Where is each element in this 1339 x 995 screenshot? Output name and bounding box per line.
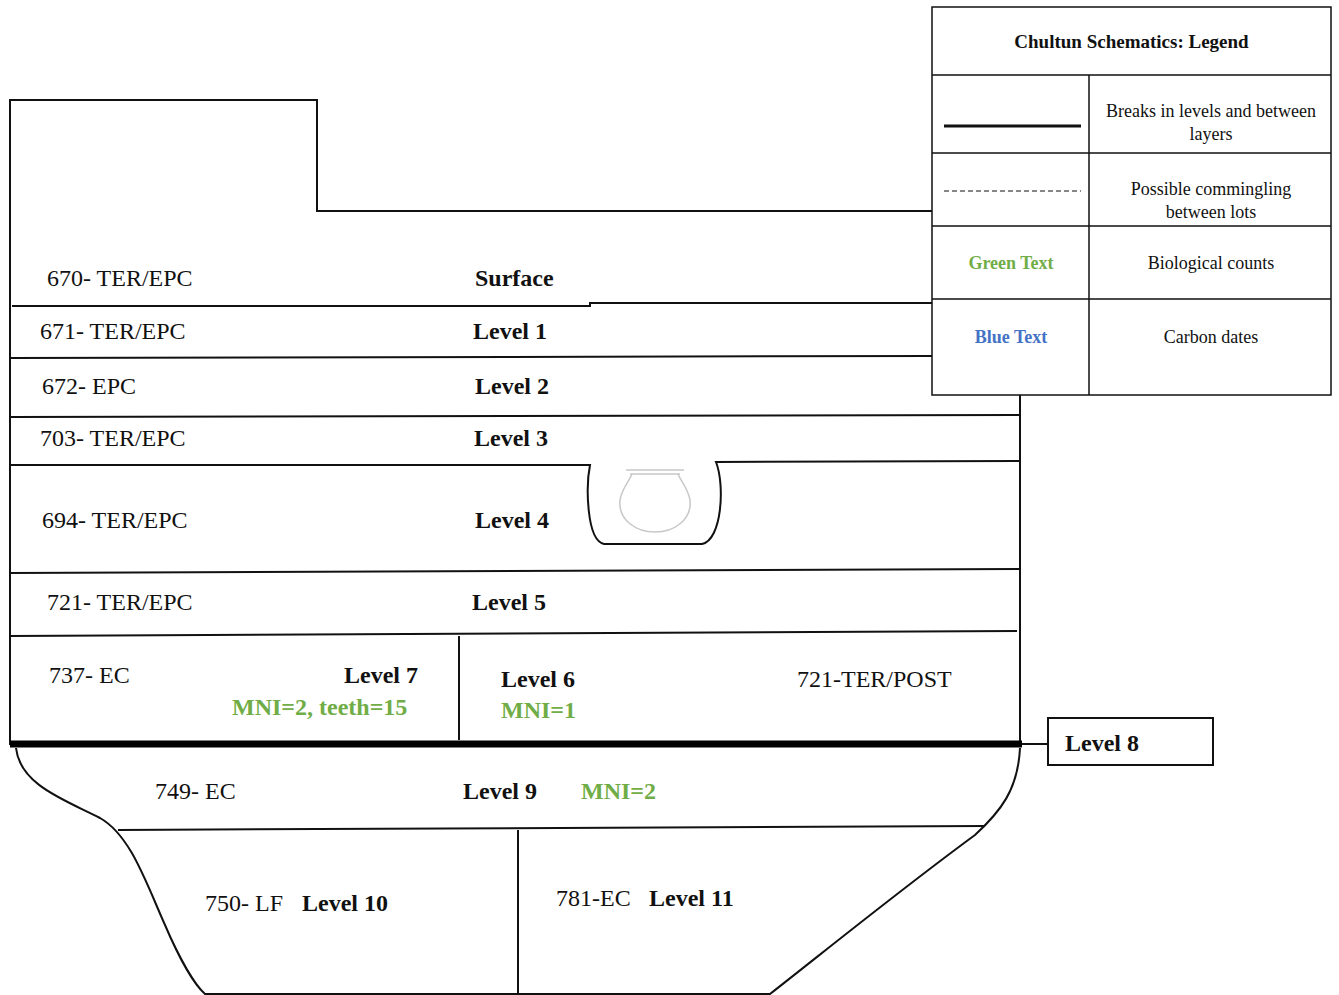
level-band: 750- LF Level 10 xyxy=(170,833,516,991)
level-name: Level 8 xyxy=(1065,730,1139,758)
level-name: Level 2 xyxy=(475,373,549,401)
lot-divider xyxy=(458,636,460,740)
lot-number: 703- TER/EPC xyxy=(40,425,186,453)
level-band: 781-EC Level 11 xyxy=(520,833,850,983)
legend-entry: Biological counts xyxy=(1100,252,1322,275)
level-break xyxy=(10,356,932,358)
level-band: 737- EC Level 7 MNI=2, teeth=15 xyxy=(12,637,458,740)
legend-entry: Breaks in levels and between layers xyxy=(1100,100,1322,147)
level-name: Level 10 xyxy=(302,890,388,918)
level-band: 721- TER/EPC Level 5 xyxy=(12,574,1018,631)
legend-swatch: Green Text xyxy=(936,252,1086,275)
level-break xyxy=(10,569,1020,573)
legend-table xyxy=(932,7,1331,395)
level-name: Level 7 xyxy=(344,662,418,690)
level-break xyxy=(10,415,1020,417)
label-box xyxy=(1048,718,1213,765)
legend-entry: Possible commingling between lots xyxy=(1100,178,1322,225)
leader-line xyxy=(1020,743,1048,745)
pot-illustration xyxy=(620,470,690,532)
chultun-wall xyxy=(16,748,1020,994)
lot-number: 721- TER/EPC xyxy=(47,589,193,617)
pot-body xyxy=(620,474,690,532)
level-band: 671- TER/EPC Level 1 xyxy=(12,308,1012,356)
level-break xyxy=(10,461,1020,544)
level-name: Level 4 xyxy=(475,507,549,535)
level-break xyxy=(10,631,1017,636)
level-name: Level 3 xyxy=(474,425,548,453)
biological-count: MNI=2 xyxy=(581,778,656,806)
legend-entry: Carbon dates xyxy=(1100,326,1322,349)
level-name: Level 9 xyxy=(463,778,537,806)
level-band: 672- EPC Level 2 xyxy=(12,360,1018,414)
level-name: Surface xyxy=(475,265,554,293)
lot-number: 737- EC xyxy=(49,662,130,690)
lot-divider xyxy=(517,830,519,994)
lot-number: 670- TER/EPC xyxy=(47,265,193,293)
level-name: Level 11 xyxy=(649,885,734,913)
dashed-line-sample xyxy=(944,190,1081,191)
level-band: 670- TER/EPC Surface xyxy=(12,258,1012,304)
solid-line-sample xyxy=(944,125,1081,128)
chultun-wall xyxy=(10,100,932,745)
lot-number: 750- LF xyxy=(205,890,283,918)
biological-count: MNI=1 xyxy=(501,697,576,725)
level-break xyxy=(12,303,932,306)
level-8-break xyxy=(10,741,1022,748)
legend-swatch: Blue Text xyxy=(936,326,1086,349)
level-band: 703- TER/EPC Level 3 xyxy=(12,418,1018,462)
lot-number: 671- TER/EPC xyxy=(40,318,186,346)
level-name: Level 1 xyxy=(473,318,547,346)
level-name: Level 6 xyxy=(501,666,575,694)
level-band: 694- TER/EPC Level 4 xyxy=(12,466,582,570)
legend-frame xyxy=(932,7,1331,395)
lot-number: 694- TER/EPC xyxy=(42,507,188,535)
legend-title: Chultun Schematics: Legend xyxy=(936,30,1327,55)
level-band: Level 6 MNI=1 721-TER/POST xyxy=(461,633,1018,740)
lot-number: 721-TER/POST xyxy=(797,666,952,694)
lot-number: 672- EPC xyxy=(42,373,136,401)
pot-rim xyxy=(626,470,684,474)
biological-count: MNI=2, teeth=15 xyxy=(232,694,407,722)
level-name: Level 5 xyxy=(472,589,546,617)
level-band: 749- EC Level 9 MNI=2 xyxy=(60,748,1000,826)
legend-grid xyxy=(932,75,1331,395)
level-break xyxy=(118,826,985,830)
lot-number: 749- EC xyxy=(155,778,236,806)
label-box: Level 8 xyxy=(1049,719,1212,764)
lot-number: 781-EC xyxy=(556,885,631,913)
